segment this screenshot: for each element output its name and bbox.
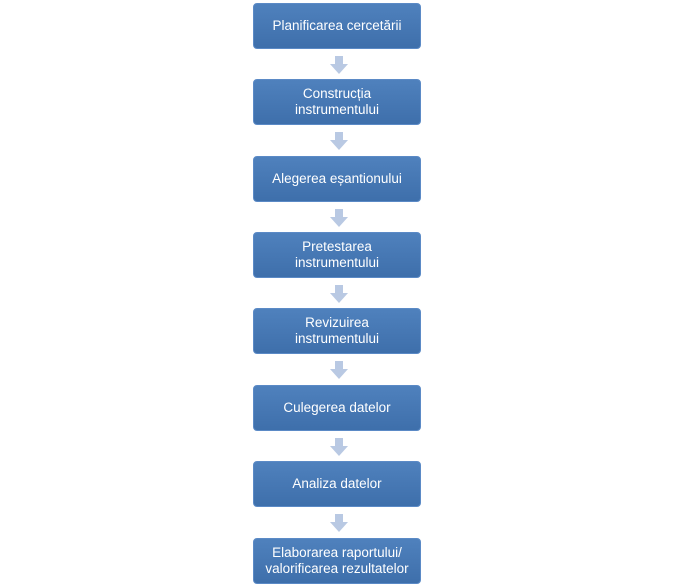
step-culegerea-datelor: Culegerea datelor <box>253 385 421 431</box>
step-elaborarea-raportului: Elaborarea raportului/ valorificarea rez… <box>253 538 421 584</box>
step-constructia-instrumentului: Construcția instrumentului <box>253 79 421 125</box>
step-pretestarea-instrumentului: Pretestarea instrumentului <box>253 232 421 278</box>
down-arrow-icon <box>330 56 348 74</box>
down-arrow-icon <box>330 361 348 379</box>
step-alegerea-esantionului: Alegerea eșantionului <box>253 156 421 202</box>
step-analiza-datelor: Analiza datelor <box>253 461 421 507</box>
step-planificarea-cercetarii: Planificarea cercetării <box>253 3 421 49</box>
step-revizuirea-instrumentului: Revizuirea instrumentului <box>253 308 421 354</box>
down-arrow-icon <box>330 514 348 532</box>
down-arrow-icon <box>330 438 348 456</box>
down-arrow-icon <box>330 132 348 150</box>
down-arrow-icon <box>330 285 348 303</box>
down-arrow-icon <box>330 209 348 227</box>
